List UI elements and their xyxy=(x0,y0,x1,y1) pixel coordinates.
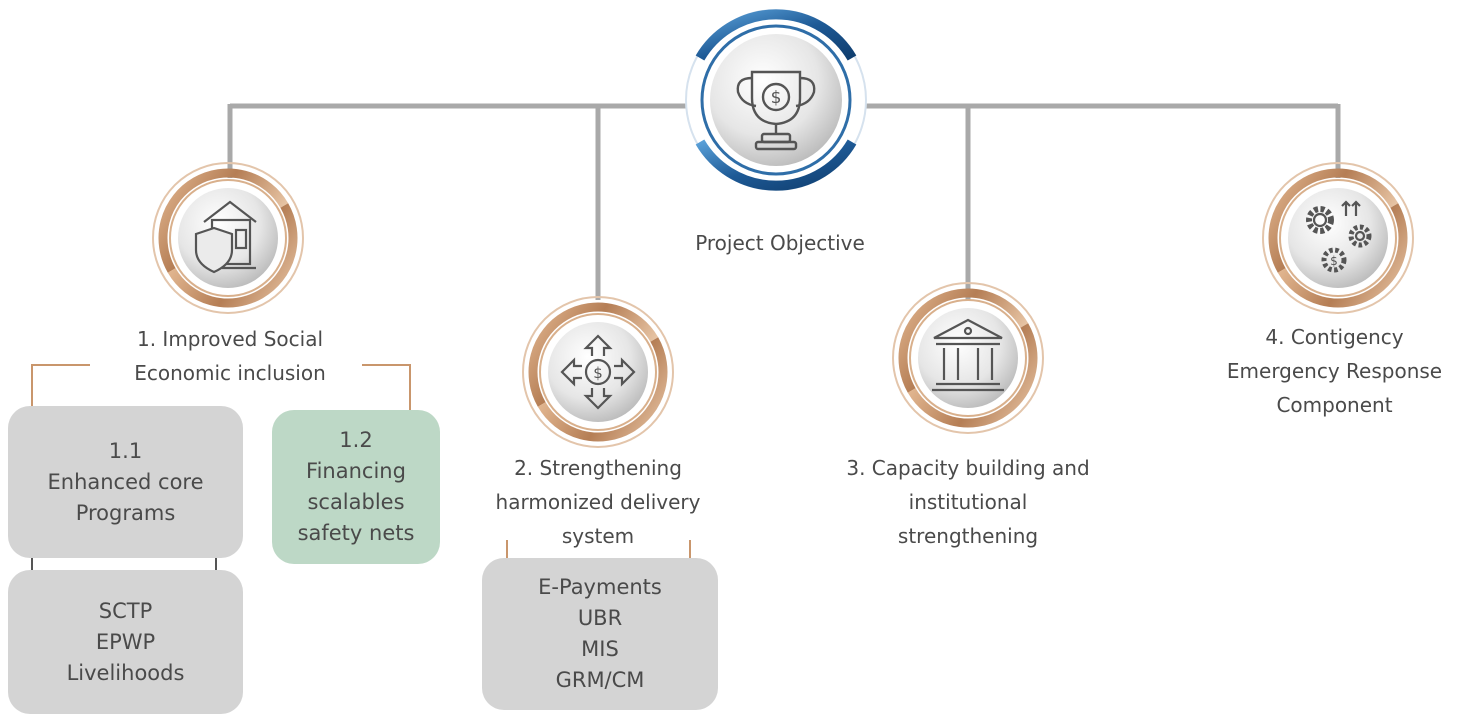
node-2-circle xyxy=(522,296,674,448)
component-2-label: 2. Strengthening harmonized delivery sys… xyxy=(495,456,701,548)
house-shield-icon xyxy=(194,200,257,274)
box-delivery-systems: E-Payments UBR MIS GRM/CM xyxy=(482,558,718,710)
trophy-dollar-icon: $ xyxy=(736,70,816,151)
box-1-1-enhanced-core-programs: 1.1 Enhanced core Programs xyxy=(8,406,243,558)
svg-text:$: $ xyxy=(593,364,603,382)
dollar-arrows-icon: $ xyxy=(560,334,636,410)
node-3-circle xyxy=(892,282,1044,434)
component-4-label: 4. Contigency Emergency Response Compone… xyxy=(1226,325,1443,417)
gears-dollar-icon: $ xyxy=(1306,200,1372,273)
bank-building-icon xyxy=(932,318,1004,392)
component-1-label: 1. Improved Social Economic inclusion xyxy=(134,327,326,385)
svg-text:$: $ xyxy=(1330,254,1338,268)
svg-text:$: $ xyxy=(771,88,782,108)
center-title: Project Objective xyxy=(695,231,865,255)
node-4-circle xyxy=(1262,162,1414,314)
component-3-label: 3. Capacity building and institutional s… xyxy=(846,456,1090,548)
box-programs-list: SCTP EPWP Livelihoods xyxy=(8,570,243,714)
box-1-2-financing-safety-nets: 1.2 Financing scalables safety nets xyxy=(272,410,440,564)
center-node xyxy=(685,9,867,191)
